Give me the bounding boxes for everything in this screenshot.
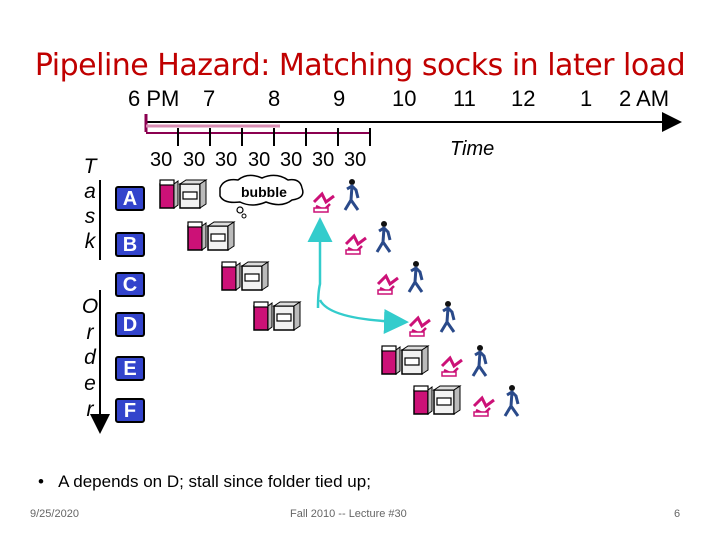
folder-icon (440, 356, 464, 378)
task-c-badge: C (115, 272, 145, 297)
washer-icon (159, 179, 179, 209)
dependency-arrow-right (318, 299, 409, 334)
interval-label: 30 (312, 149, 335, 171)
dryer-icon (433, 385, 461, 415)
walker-icon (439, 299, 456, 334)
folder-icon (408, 316, 432, 338)
task-e-badge: E (115, 356, 145, 381)
interval-ticks (177, 128, 371, 146)
interval-label: 30 (183, 149, 206, 171)
hour-6pm: 6 PM (128, 86, 180, 111)
interval-label: 30 (344, 149, 367, 171)
hour-11: 11 (453, 86, 476, 111)
dryer-icon (401, 345, 429, 375)
footer-date: 9/25/2020 (30, 508, 79, 520)
order-letter: d (84, 346, 96, 369)
dryer-icon (179, 179, 207, 209)
bubble-cloud (219, 174, 304, 219)
folder-icon (312, 192, 336, 214)
hour-9: 9 (333, 86, 346, 111)
hour-1: 1 (580, 86, 593, 111)
interval-label: 30 (150, 149, 173, 171)
dryer-icon (273, 301, 301, 331)
walker-icon (375, 219, 392, 254)
interval-label: 30 (280, 149, 303, 171)
order-letter: O (81, 295, 99, 318)
bullet-text: A depends on D; stall since folder tied … (58, 472, 371, 491)
task-letter: T (83, 155, 97, 178)
walker-icon (343, 177, 360, 212)
dependency-arrow-up (307, 217, 333, 309)
dryer-icon (207, 221, 235, 251)
washer-icon (413, 385, 433, 415)
task-letter: a (84, 180, 96, 203)
dryer-icon (241, 261, 269, 291)
hour-2am: 2 AM (619, 86, 670, 111)
folder-icon (344, 234, 368, 256)
washer-icon (381, 345, 401, 375)
task-b-badge: B (115, 232, 145, 257)
bullet-icon: • (38, 472, 59, 491)
order-letter: r (86, 321, 94, 344)
walker-icon (407, 259, 424, 294)
washer-icon (253, 301, 273, 331)
order-letter: r (86, 398, 94, 421)
folder-icon (472, 396, 496, 418)
task-letter: k (84, 230, 96, 253)
task-a-badge: A (115, 186, 145, 211)
washer-icon (187, 221, 207, 251)
hour-8: 8 (268, 86, 281, 111)
task-d-badge: D (115, 312, 145, 337)
hour-10: 10 (392, 86, 417, 111)
footer-page-number: 6 (674, 508, 681, 520)
task-letter: s (84, 205, 96, 228)
time-axis-label: Time (450, 138, 495, 160)
order-letter: e (84, 372, 96, 395)
task-f-badge: F (115, 398, 145, 423)
bullet-point: • A depends on D; stall since folder tie… (38, 472, 371, 492)
footer-course: Fall 2010 -- Lecture #30 (290, 508, 407, 520)
interval-label: 30 (248, 149, 271, 171)
slide-title: Pipeline Hazard: Matching socks in later… (34, 48, 686, 83)
bubble-label: bubble (241, 184, 287, 200)
hour-12: 12 (511, 86, 536, 111)
interval-label: 30 (215, 149, 238, 171)
walker-icon (471, 343, 488, 378)
hour-7: 7 (203, 86, 216, 111)
folder-icon (376, 274, 400, 296)
washer-icon (221, 261, 241, 291)
walker-icon (503, 383, 520, 418)
